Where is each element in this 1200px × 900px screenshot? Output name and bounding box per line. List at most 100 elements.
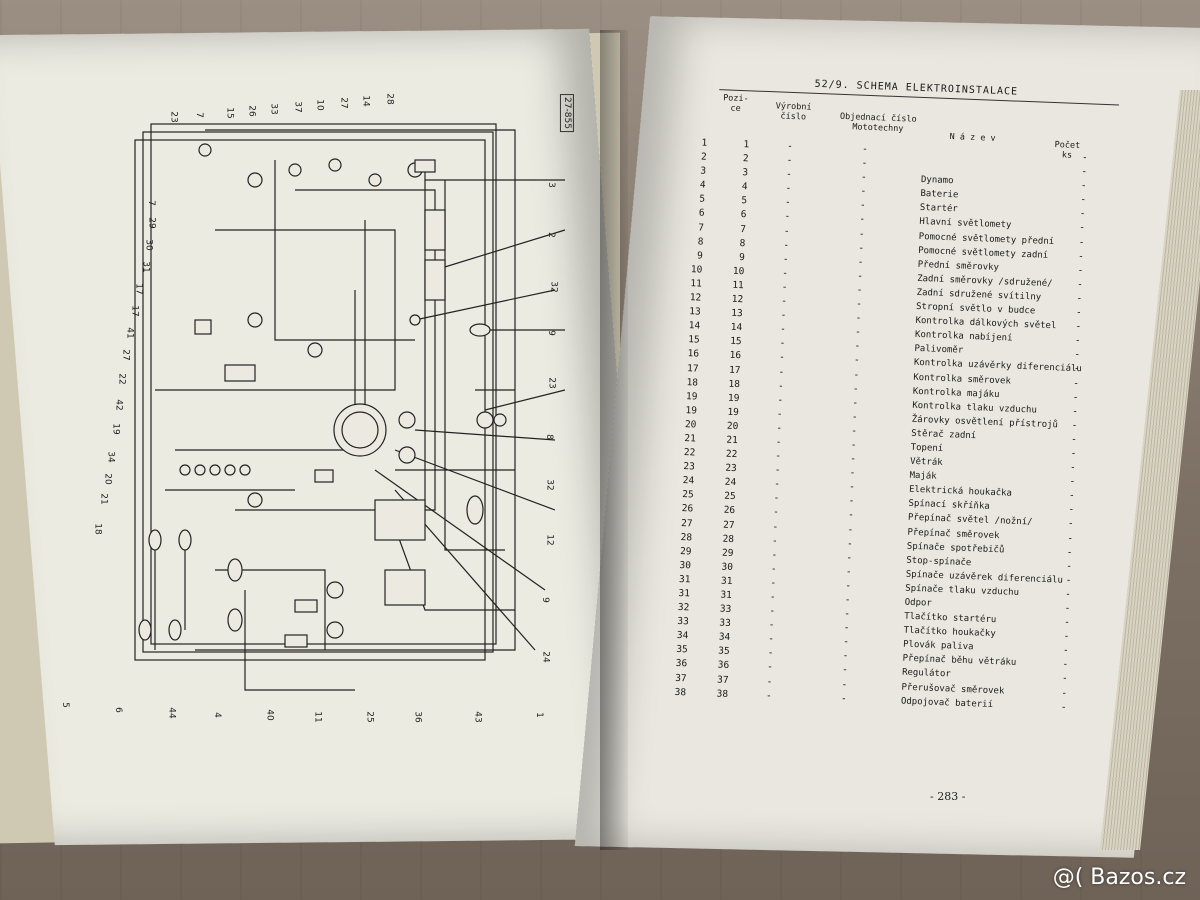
- row-dash: -: [1079, 208, 1086, 220]
- row-index: 27: [680, 517, 693, 529]
- row-dash: -: [1071, 405, 1079, 417]
- callout-number: 9: [545, 330, 556, 336]
- row-dash: -: [1073, 377, 1080, 389]
- diagram-code: 27-855: [559, 94, 574, 132]
- row-dash: -: [850, 439, 857, 451]
- row-position: 19: [727, 392, 740, 404]
- row-position: 23: [725, 462, 737, 475]
- row-position: 4: [741, 181, 748, 193]
- row-index: 19: [685, 404, 698, 417]
- row-dash: -: [857, 270, 864, 282]
- row-dash: -: [766, 675, 773, 688]
- row-name: Startér: [919, 203, 958, 215]
- row-dash: -: [767, 647, 774, 660]
- row-index: 35: [676, 644, 688, 656]
- row-position: 16: [729, 350, 742, 362]
- row-dash: -: [771, 549, 778, 561]
- row-index: 26: [681, 503, 694, 515]
- row-position: 31: [720, 589, 733, 601]
- row-dash: -: [765, 690, 772, 702]
- row-position: 3: [742, 167, 749, 179]
- row-dash: -: [1067, 518, 1074, 530]
- row-dash: -: [858, 228, 865, 240]
- row-index: 6: [698, 207, 705, 220]
- row-dash: -: [861, 143, 869, 155]
- row-dash: -: [766, 661, 774, 674]
- row-dash: -: [1065, 574, 1072, 586]
- row-position: 10: [732, 265, 745, 278]
- row-dash: -: [854, 326, 861, 338]
- row-dash: -: [849, 467, 856, 479]
- row-dash: -: [859, 214, 866, 226]
- row-dash: -: [848, 481, 856, 493]
- row-dash: -: [770, 577, 777, 589]
- row-position: 28: [722, 533, 735, 545]
- row-index: 12: [689, 292, 702, 304]
- row-dash: -: [1080, 180, 1087, 192]
- callout-number: 31: [140, 261, 151, 273]
- row-dash: -: [860, 185, 867, 198]
- callout-number: 7: [193, 112, 204, 118]
- row-position: 33: [719, 603, 732, 616]
- row-index: 30: [679, 559, 692, 572]
- row-index: 37: [674, 672, 687, 684]
- row-index: 33: [677, 616, 690, 628]
- row-dash: -: [853, 354, 860, 367]
- callout-number: 19: [110, 423, 121, 435]
- row-position: 27: [722, 519, 735, 531]
- col-nazev: N á z e v: [949, 132, 996, 144]
- row-position: 12: [731, 293, 744, 306]
- callout-number: 15: [224, 107, 235, 119]
- row-index: 32: [677, 602, 690, 614]
- row-position: 30: [721, 561, 734, 573]
- row-dash: -: [842, 650, 849, 662]
- row-dash: -: [774, 464, 781, 476]
- row-position: 20: [726, 420, 739, 432]
- callout-number: 14: [360, 95, 371, 107]
- row-dash: -: [777, 394, 784, 406]
- row-dash: -: [1062, 659, 1069, 671]
- row-dash: -: [847, 509, 854, 522]
- row-dash: -: [848, 495, 855, 507]
- row-dash: -: [843, 622, 850, 634]
- row-position: 36: [717, 659, 730, 672]
- row-name: Odpojovač baterií: [900, 696, 994, 710]
- row-index: 31: [678, 573, 691, 586]
- row-index: 9: [696, 250, 704, 262]
- row-position: 29: [721, 547, 734, 559]
- row-dash: -: [1066, 546, 1073, 558]
- row-dash: -: [1072, 391, 1079, 403]
- row-dash: -: [1069, 476, 1076, 488]
- row-dash: -: [780, 295, 788, 307]
- row-index: 34: [676, 630, 689, 642]
- site-watermark: @( Bazos.cz: [1052, 865, 1186, 890]
- row-dash: -: [851, 425, 858, 437]
- row-dash: -: [782, 253, 789, 265]
- row-name: Baterie: [920, 189, 959, 201]
- row-dash: -: [1078, 236, 1085, 248]
- callout-number: 24: [540, 651, 551, 663]
- row-dash: -: [1074, 335, 1081, 347]
- row-position: 1: [743, 139, 750, 151]
- wiring-diagram: [134, 123, 566, 691]
- row-index: 1: [701, 137, 708, 149]
- row-position: 19: [727, 406, 740, 418]
- row-index: 29: [679, 545, 692, 558]
- row-index: 2: [700, 151, 707, 163]
- callout-number: 6: [112, 707, 123, 713]
- callout-number: 32: [548, 281, 559, 293]
- row-dash: -: [1063, 630, 1070, 643]
- row-dash: -: [859, 200, 866, 212]
- row-index: 8: [697, 236, 704, 248]
- row-dash: -: [844, 594, 851, 606]
- row-dash: -: [1081, 166, 1088, 178]
- row-position: 35: [718, 645, 730, 658]
- row-position: 34: [718, 631, 731, 644]
- row-dash: -: [1062, 645, 1069, 657]
- row-index: 11: [690, 278, 703, 290]
- page-number: - 283 -: [930, 790, 966, 803]
- row-dash: -: [1068, 504, 1075, 516]
- row-dash: -: [854, 340, 861, 353]
- row-index: 17: [686, 362, 699, 375]
